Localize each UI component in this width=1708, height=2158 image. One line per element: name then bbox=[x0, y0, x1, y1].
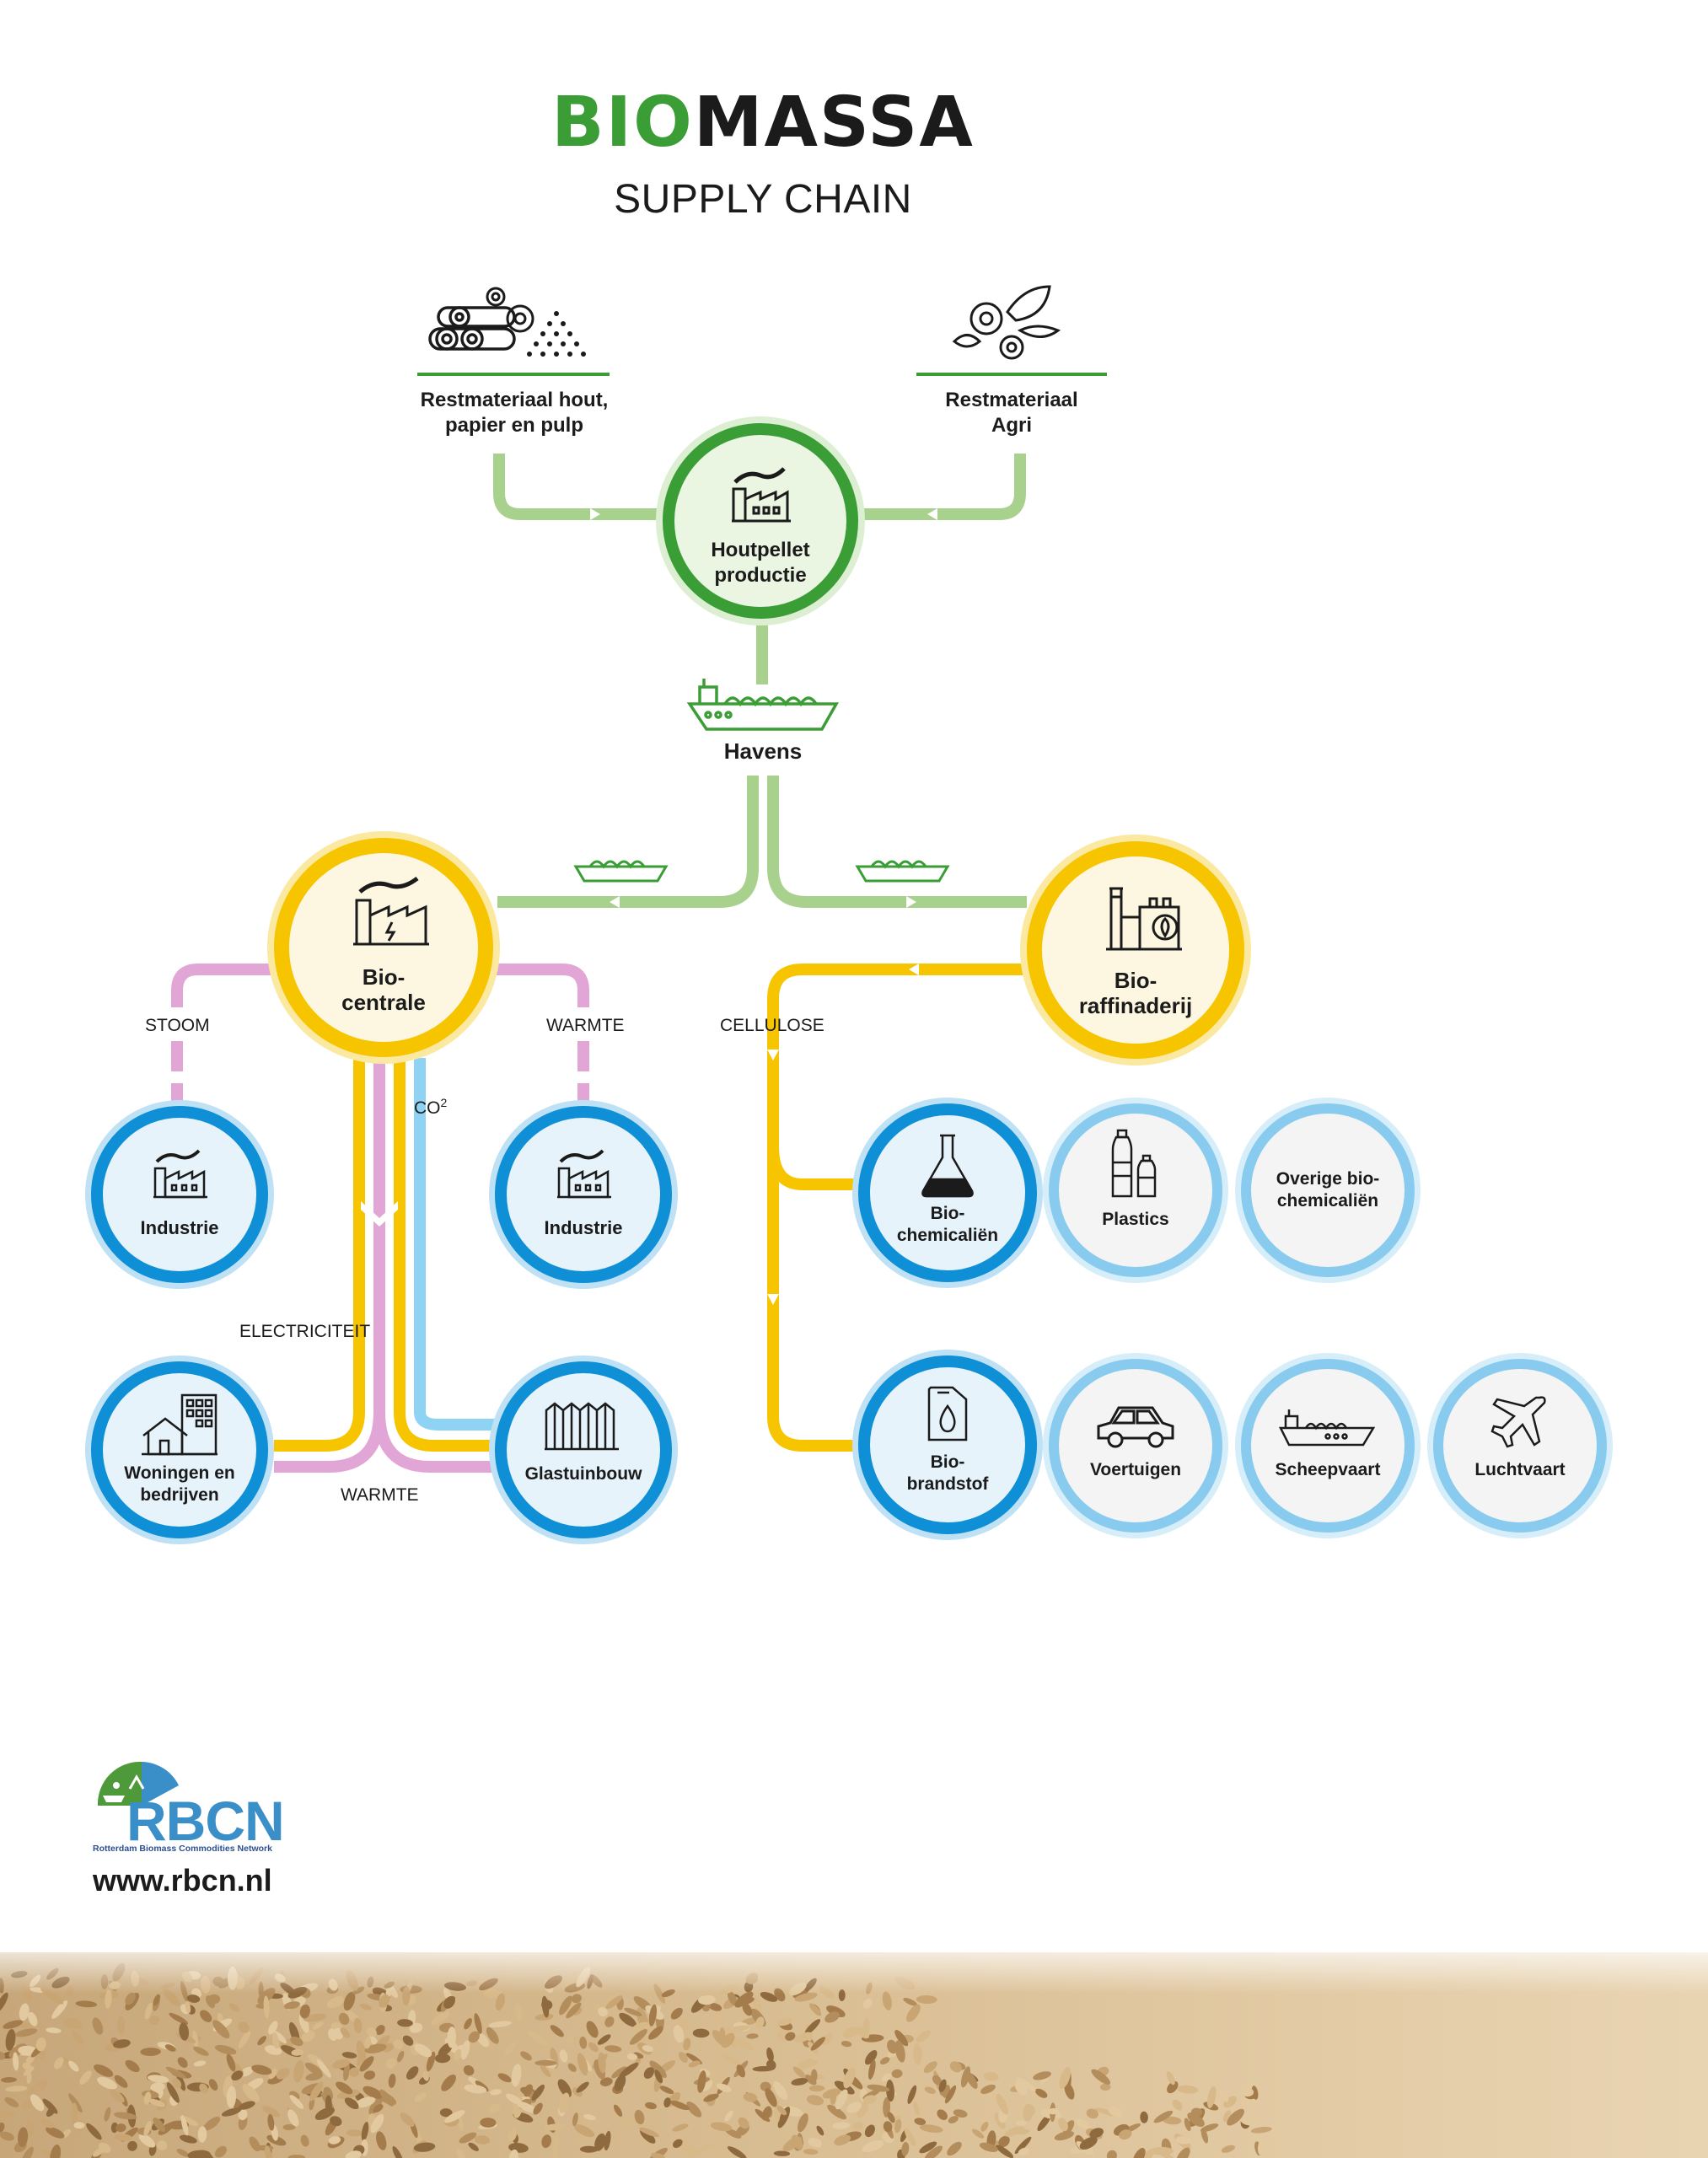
line-elec-yellow-1 bbox=[353, 1058, 365, 1412]
node-bioraffinaderij: Bio- raffinaderij bbox=[1027, 841, 1244, 1059]
node-biocentrale: Bio- centrale bbox=[274, 838, 493, 1057]
line-havens-biocentrale bbox=[497, 776, 759, 908]
ship-icon bbox=[1278, 1409, 1376, 1447]
factory-icon bbox=[732, 467, 791, 523]
node-woningen: Woningen en bedrijven bbox=[91, 1361, 268, 1538]
greenhouse-icon bbox=[545, 1402, 619, 1451]
ship-icon-right bbox=[855, 860, 950, 883]
node-scheepvaart: Scheepvaart bbox=[1241, 1359, 1415, 1533]
flow-stoom-label: STOOM bbox=[145, 1016, 210, 1035]
airplane-icon bbox=[1490, 1396, 1546, 1448]
node-bioraffinaderij-label: Bio- raffinaderij bbox=[1078, 968, 1193, 1018]
arrow-to-bioraffinaderij bbox=[906, 896, 916, 908]
node-scheepvaart-label: Scheepvaart bbox=[1275, 1460, 1381, 1479]
flask-icon bbox=[921, 1134, 974, 1198]
factory-icon bbox=[153, 1149, 207, 1199]
houses-icon bbox=[142, 1393, 218, 1456]
ship-icon-left bbox=[573, 860, 669, 883]
line-co2-blue bbox=[414, 1058, 426, 1412]
jerrycan-icon bbox=[927, 1386, 968, 1441]
node-luchtvaart: Luchtvaart bbox=[1433, 1359, 1607, 1533]
node-voertuigen-label: Voertuigen bbox=[1089, 1460, 1182, 1479]
node-industrie-left-label: Industrie bbox=[140, 1217, 219, 1238]
chevron-bundle bbox=[361, 1201, 398, 1227]
node-biocentrale-label: Bio- centrale bbox=[341, 964, 426, 1015]
gear-icon-left bbox=[486, 287, 534, 333]
flow-co2-label: CO2 bbox=[414, 1096, 447, 1119]
line-pink-1 bbox=[373, 1058, 385, 1412]
arrow-cellulose bbox=[909, 964, 919, 975]
flow-electriciteit-label: ELECTRICITEIT bbox=[239, 1322, 371, 1341]
line-source-left bbox=[493, 454, 666, 520]
arrow-right-in bbox=[927, 508, 937, 520]
source-left-label: Restmateriaal hout, papier en pulp bbox=[420, 389, 609, 437]
node-glastuinbouw: Glastuinbouw bbox=[495, 1361, 672, 1538]
line-elec-yellow-2 bbox=[394, 1058, 406, 1412]
line-havens-bioraffinaderij bbox=[767, 776, 1027, 908]
source-right-underline bbox=[916, 373, 1107, 376]
flow-warmte-bottom-label: WARMTE bbox=[341, 1485, 419, 1505]
logs-icon bbox=[428, 306, 516, 351]
wood-pellets-image bbox=[0, 1952, 1708, 2158]
node-houtpellet-label: Houtpellet productie bbox=[711, 539, 810, 587]
pellets-pile-icon bbox=[527, 311, 586, 357]
factory-icon bbox=[557, 1149, 611, 1199]
node-voertuigen: Voertuigen bbox=[1049, 1359, 1222, 1533]
rbcn-logo-text: RBCN bbox=[126, 1790, 285, 1852]
website-link[interactable]: www.rbcn.nl bbox=[93, 1863, 272, 1898]
page-title: BIOMASSA bbox=[0, 89, 1526, 158]
arrow-left-in bbox=[590, 508, 600, 520]
line-cellulose-to-biochem bbox=[767, 1146, 864, 1190]
car-icon bbox=[1097, 1406, 1174, 1448]
line-co2-to-glastuinbouw bbox=[414, 1411, 497, 1431]
havens-label: Havens bbox=[723, 738, 803, 764]
line-elec-to-glastuinbouw bbox=[394, 1411, 497, 1452]
node-biobrandstof-label: Bio- brandstof bbox=[906, 1452, 989, 1494]
node-luchtvaart-label: Luchtvaart bbox=[1474, 1460, 1566, 1479]
node-industrie-right: Industrie bbox=[495, 1106, 672, 1283]
node-biochemicalien-label: Bio- chemicaliën bbox=[896, 1204, 999, 1245]
node-industrie-right-label: Industrie bbox=[544, 1217, 623, 1238]
rbcn-logo-icon bbox=[97, 1761, 179, 1806]
bottles-icon bbox=[1111, 1129, 1157, 1198]
node-woningen-label: Woningen en bedrijven bbox=[124, 1463, 235, 1505]
arrow-cellulose-down-2 bbox=[767, 1294, 779, 1305]
node-industrie-left: Industrie bbox=[91, 1106, 268, 1283]
node-glastuinbouw-label: Glastuinbouw bbox=[524, 1464, 642, 1484]
line-cellulose bbox=[767, 964, 1027, 1452]
title-bio: BIO bbox=[551, 83, 694, 163]
line-houtpellet-havens bbox=[756, 624, 768, 684]
flow-warmte-top-label: WARMTE bbox=[546, 1016, 625, 1035]
gear-leaf-icon bbox=[952, 285, 1061, 360]
source-left-underline bbox=[417, 373, 610, 376]
power-plant-icon bbox=[353, 876, 429, 946]
line-source-right bbox=[856, 454, 1026, 520]
node-plastics: Plastics bbox=[1049, 1103, 1222, 1277]
arrow-to-biocentrale bbox=[610, 896, 620, 908]
co2-text: CO bbox=[414, 1098, 441, 1118]
flow-cellulose-label: CELLULOSE bbox=[720, 1016, 824, 1035]
source-right-label: Restmateriaal Agri bbox=[945, 389, 1078, 437]
page-subtitle: SUPPLY CHAIN bbox=[614, 177, 912, 222]
arrow-cellulose-down-1 bbox=[767, 1049, 779, 1060]
line-stoom-top bbox=[171, 964, 274, 1007]
line-warmte-to-glastuinbouw bbox=[373, 1411, 497, 1473]
node-biobrandstof: Bio- brandstof bbox=[858, 1355, 1037, 1534]
ship-icon-havens bbox=[686, 679, 840, 731]
refinery-icon bbox=[1106, 887, 1182, 951]
title-massa: MASSA bbox=[693, 83, 975, 163]
node-overige: Overige bio- chemicaliën bbox=[1241, 1103, 1415, 1277]
node-biochemicalien: Bio- chemicaliën bbox=[858, 1103, 1037, 1282]
line-elec-to-woningen bbox=[274, 1411, 365, 1452]
node-overige-label: Overige bio- chemicaliën bbox=[1276, 1169, 1380, 1211]
co2-superscript: 2 bbox=[440, 1096, 448, 1109]
node-houtpellet: Houtpellet productie bbox=[663, 423, 858, 619]
line-warmte-top bbox=[493, 964, 589, 1007]
rbcn-logo-subtitle: Rotterdam Biomass Commodities Network bbox=[93, 1844, 272, 1854]
title-block: BIOMASSA SUPPLY CHAIN bbox=[0, 89, 1526, 223]
node-plastics-label: Plastics bbox=[1102, 1210, 1169, 1229]
